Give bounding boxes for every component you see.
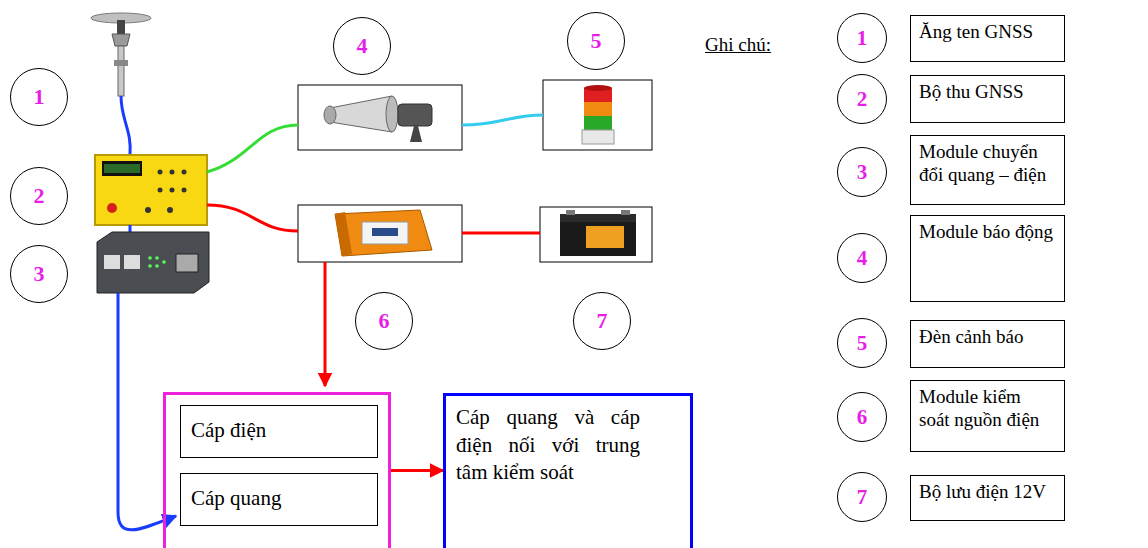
legend-heading: Ghi chú: xyxy=(705,34,771,56)
box-text: Module chuyển đổi quang – điện xyxy=(919,141,1056,187)
lamp-wire xyxy=(462,115,543,125)
power-wire xyxy=(207,205,298,231)
callout-number: 5 xyxy=(567,12,625,70)
box-text: Cáp quang xyxy=(191,486,367,511)
legend-number-text: 2 xyxy=(857,87,868,112)
legend-number-text: 7 xyxy=(857,485,868,510)
legend-box: Module chuyển đổi quang – điện xyxy=(910,135,1065,205)
callout-number: 3 xyxy=(10,245,68,303)
lamp-frame xyxy=(543,80,652,150)
alarm-frame xyxy=(298,85,462,150)
cable-box: Cáp quang xyxy=(180,473,378,526)
legend-box: Module báo động xyxy=(910,215,1065,302)
fiber-feed xyxy=(118,293,176,530)
legend-number: 5 xyxy=(837,318,887,368)
battery-12v xyxy=(560,210,636,256)
legend-number-text: 1 xyxy=(857,26,868,51)
legend-box: Module kiểm soát nguồn điện xyxy=(910,380,1065,452)
callout-number: 6 xyxy=(355,292,413,350)
legend-number-text: 6 xyxy=(857,405,868,430)
legend-number: 4 xyxy=(837,233,887,283)
battery-wire xyxy=(462,232,540,235)
callout-number: 2 xyxy=(10,167,68,225)
legend-box: Đèn cảnh báo xyxy=(910,320,1065,368)
legend-number: 1 xyxy=(837,13,887,63)
box-text: Module kiểm soát nguồn điện xyxy=(919,386,1056,432)
box-text: Module báo động xyxy=(919,221,1056,244)
legend-number: 3 xyxy=(837,147,887,197)
cable-group: Cáp điệnCáp quang xyxy=(163,392,391,548)
legend-box: Bộ lưu điện 12V xyxy=(910,475,1065,521)
power-frame xyxy=(298,205,462,262)
cable-box: Cáp điện xyxy=(180,405,378,458)
alarm-wire xyxy=(207,125,298,172)
box-text: Cáp điện xyxy=(191,418,367,443)
battery-frame xyxy=(540,207,652,262)
media-converter xyxy=(97,232,209,293)
legend-number: 2 xyxy=(837,74,887,124)
destination-box: Cáp quang và cáp điện nối với trung tâm … xyxy=(443,393,693,548)
legend-number-text: 5 xyxy=(857,331,868,356)
box-text: Bộ lưu điện 12V xyxy=(919,481,1056,504)
legend-box: Ăng ten GNSS xyxy=(910,15,1065,62)
gnss-antenna xyxy=(91,13,151,96)
box-text: Cáp quang và cáp điện nối với trung tâm … xyxy=(456,404,640,487)
legend-number-text: 4 xyxy=(857,246,868,271)
box-text: Ăng ten GNSS xyxy=(919,21,1056,44)
alarm-horn xyxy=(324,96,432,142)
box-text: Đèn cảnh báo xyxy=(919,326,1056,349)
box-text: Bộ thu GNSS xyxy=(919,81,1056,104)
power-cable-feed xyxy=(324,262,327,386)
callout-number: 7 xyxy=(573,292,631,350)
legend-number: 7 xyxy=(837,472,887,522)
antenna-cable xyxy=(121,96,130,155)
callout-number: 1 xyxy=(10,68,68,126)
legend-number: 6 xyxy=(837,392,887,442)
callout-number: 4 xyxy=(333,17,391,75)
legend-number-text: 3 xyxy=(857,160,868,185)
warning-lamp xyxy=(582,85,614,144)
connector-arrow xyxy=(391,469,443,472)
gnss-receiver xyxy=(95,155,207,225)
power-control-unit xyxy=(335,210,432,256)
legend-box: Bộ thu GNSS xyxy=(910,75,1065,123)
